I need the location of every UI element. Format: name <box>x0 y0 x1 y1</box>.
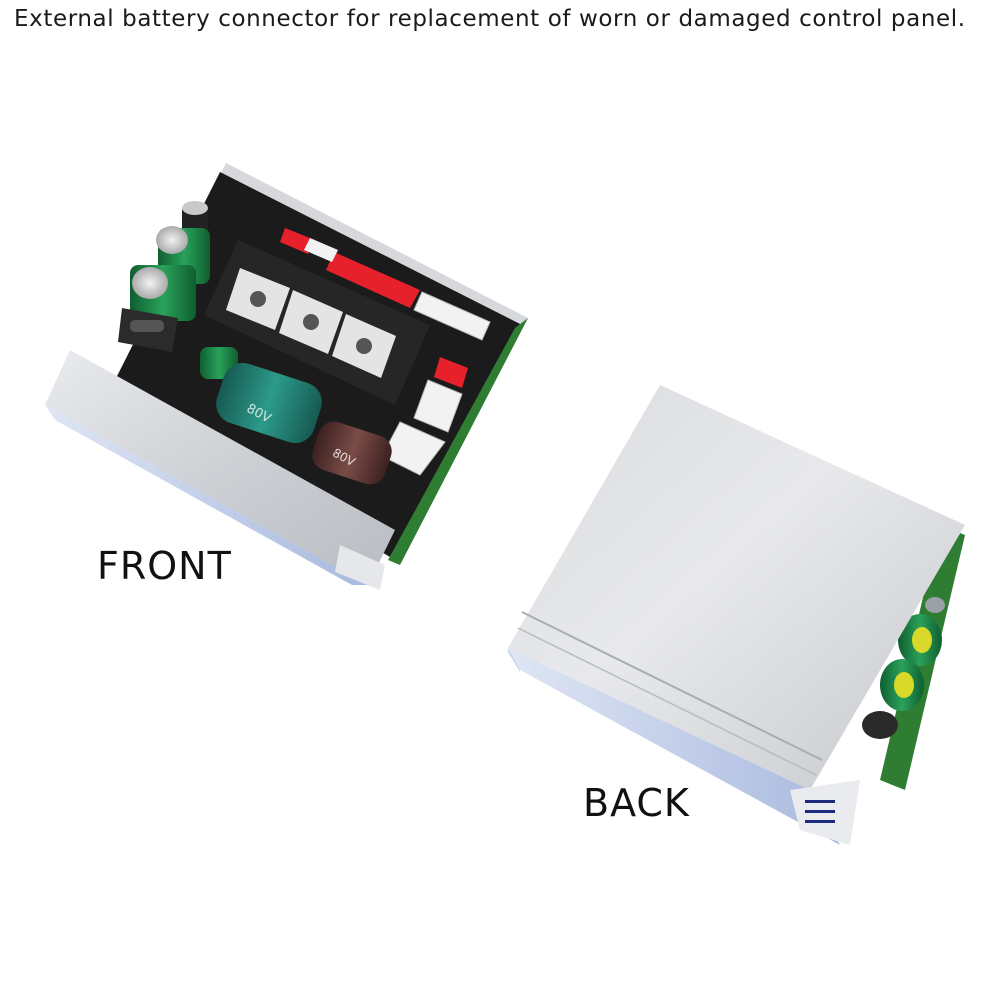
teal-capacitor: 80V <box>216 362 322 444</box>
front-label: FRONT <box>97 544 232 588</box>
front-pcb-edge <box>388 318 528 565</box>
front-controller-board: 80V 80V <box>45 163 528 590</box>
back-controller-housing <box>508 385 965 845</box>
front-heatsink-profile <box>45 350 395 585</box>
brown-capacitor: 80V <box>312 421 392 485</box>
front-heatsink-side <box>45 405 368 585</box>
white-connector <box>413 291 491 341</box>
back-green-capacitor <box>898 614 942 666</box>
red-connector <box>326 252 420 308</box>
back-screw <box>925 597 945 613</box>
green-capacitor <box>130 265 196 321</box>
back-housing-groove <box>517 627 817 776</box>
back-label: BACK <box>583 781 690 825</box>
back-housing-fin <box>805 810 835 813</box>
back-housing-fin <box>805 820 835 823</box>
transistor-pad <box>226 268 290 330</box>
front-heatsink-top-edge <box>218 163 528 330</box>
back-housing-groove <box>521 611 823 761</box>
transistor-pad <box>279 290 343 354</box>
back-housing-top <box>508 385 965 790</box>
transistor-pad <box>332 314 396 378</box>
battery-connector-pins <box>130 320 164 332</box>
product-caption: External battery connector for replaceme… <box>14 6 966 32</box>
white-connector <box>304 238 338 262</box>
red-connector <box>434 357 468 388</box>
back-housing-side <box>508 648 840 845</box>
back-housing-fin <box>805 800 835 803</box>
white-connector <box>413 379 463 433</box>
back-connector <box>862 711 898 739</box>
front-heatsink-end <box>335 545 385 590</box>
back-green-capacitor <box>880 659 924 711</box>
